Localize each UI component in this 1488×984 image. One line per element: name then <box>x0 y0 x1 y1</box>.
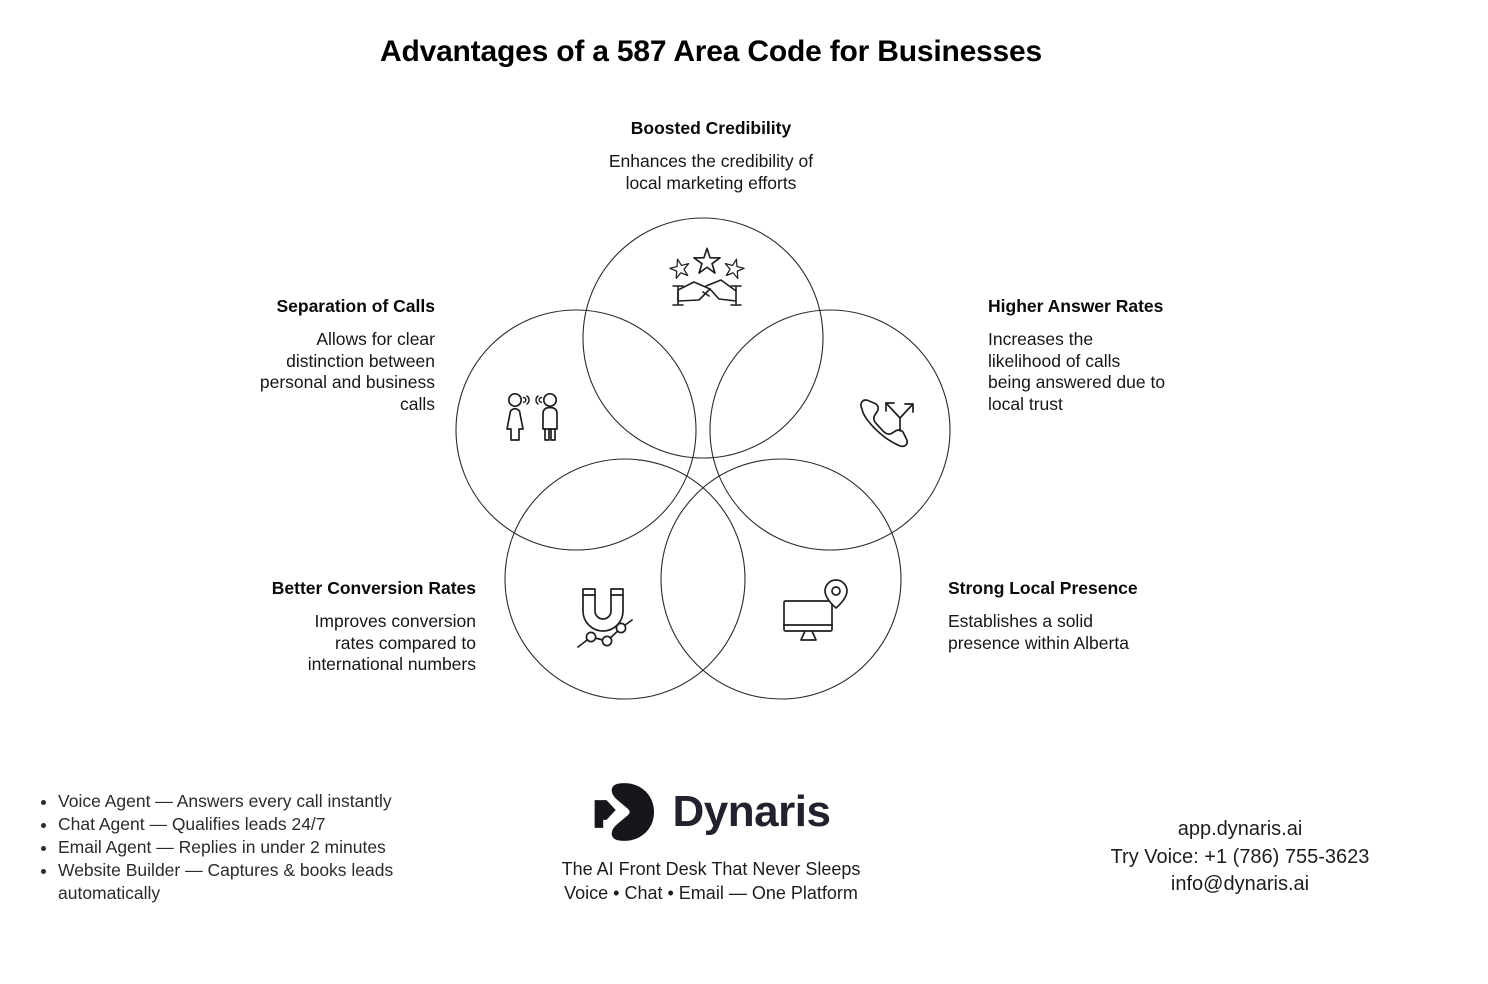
feature-item-website-builder: Website Builder — Captures & books leads… <box>58 859 450 905</box>
feature-item-email-agent: Email Agent — Replies in under 2 minutes <box>58 836 450 859</box>
node-description: Improves conversion rates compared to in… <box>307 611 476 674</box>
node-better-conversion-rates: Better Conversion Rates Improves convers… <box>256 577 476 676</box>
circle-separation-of-calls <box>455 309 697 551</box>
circle-better-conversion-rates <box>504 458 746 700</box>
node-description: Establishes a solid presence within Albe… <box>948 611 1129 653</box>
stars-handshake-icon <box>667 247 747 306</box>
brand-tagline-line1: The AI Front Desk That Never Sleeps <box>561 859 861 879</box>
brand-name: Dynaris <box>672 787 831 836</box>
two-people-talking-icon <box>506 392 558 441</box>
dynaris-d-logo-icon <box>594 783 654 841</box>
node-description: Increases the likelihood of calls being … <box>988 329 1166 414</box>
circle-higher-answer-rates <box>709 309 951 551</box>
brand-block: Dynaris The AI Front Desk That Never Sle… <box>545 779 877 905</box>
node-strong-local-presence: Strong Local Presence Establishes a soli… <box>948 577 1188 654</box>
node-boosted-credibility: Boosted Credibility Enhances the credibi… <box>561 117 861 194</box>
brand-tagline-line2: Voice • Chat • Email — One Platform <box>564 883 858 903</box>
circle-strong-local-presence <box>660 458 902 700</box>
node-description: Enhances the credibility of local market… <box>608 151 814 193</box>
node-separation-of-calls: Separation of Calls Allows for clear dis… <box>215 295 435 415</box>
node-title: Strong Local Presence <box>948 578 1138 598</box>
feature-list: Voice Agent — Answers every call instant… <box>36 790 450 905</box>
node-title: Boosted Credibility <box>630 118 792 138</box>
contact-block: app.dynaris.ai Try Voice: +1 (786) 755-3… <box>1090 816 1390 899</box>
page-title: Advantages of a 587 Area Code for Busine… <box>380 35 1042 68</box>
magnet-chart-icon <box>577 588 633 648</box>
feature-item-chat-agent: Chat Agent — Qualifies leads 24/7 <box>58 813 450 836</box>
node-description: Allows for clear distinction between per… <box>259 329 435 414</box>
contact-phone-number: Try Voice: +1 (786) 755-3623 <box>1110 845 1370 868</box>
monitor-location-pin-icon <box>783 579 848 641</box>
node-title: Better Conversion Rates <box>271 578 476 598</box>
node-title: Separation of Calls <box>276 296 435 316</box>
contact-website-url: app.dynaris.ai <box>1177 818 1303 840</box>
circle-boosted-credibility <box>582 217 824 459</box>
feature-item-voice-agent: Voice Agent — Answers every call instant… <box>58 790 450 813</box>
contact-email-address: info@dynaris.ai <box>1170 873 1310 895</box>
node-higher-answer-rates: Higher Answer Rates Increases the likeli… <box>988 295 1203 415</box>
phone-forward-icon <box>860 399 914 448</box>
node-title: Higher Answer Rates <box>988 296 1164 316</box>
